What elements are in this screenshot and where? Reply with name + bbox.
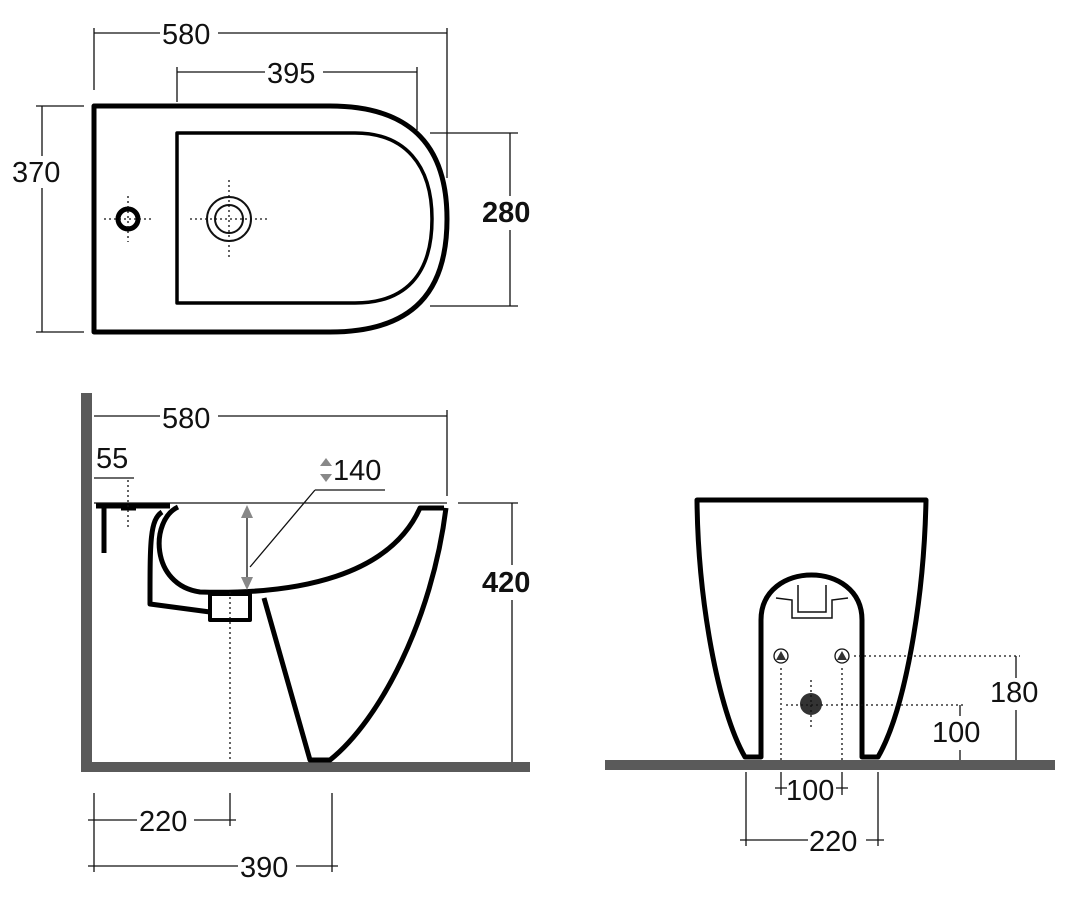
front-drain-icon <box>800 693 822 715</box>
side-width-label: 580 <box>162 403 210 435</box>
wall <box>81 393 92 772</box>
top-bowl-width-label: 280 <box>482 197 530 229</box>
side-view: 580 55 140 420 220 390 <box>81 393 530 884</box>
tap-hole-icon <box>115 206 141 232</box>
inlet-right-icon <box>834 648 850 664</box>
side-drain-distance-label: 220 <box>139 806 187 838</box>
top-depth-label: 370 <box>12 157 60 189</box>
front-inlet-spacing-label: 100 <box>786 775 834 807</box>
inlet-left-icon <box>773 648 789 664</box>
top-outline <box>91 103 450 335</box>
top-view: 580 395 370 280 <box>10 19 542 335</box>
top-bowl <box>175 131 434 305</box>
side-foot-distance-label: 390 <box>240 852 288 884</box>
front-inlet-height-label: 180 <box>990 677 1038 709</box>
top-bowl-length-label: 395 <box>267 58 315 90</box>
front-floor <box>605 760 1055 770</box>
drain-inner-icon <box>214 204 244 234</box>
side-rim-offset-label: 55 <box>96 443 128 475</box>
side-bowl-depth-label: 140 <box>333 455 381 487</box>
side-height-label: 420 <box>482 567 530 599</box>
top-width-label: 580 <box>162 19 210 51</box>
front-view: 180 100 100 220 <box>605 497 1055 858</box>
front-drain-height-label: 100 <box>932 717 980 749</box>
front-foot-width-label: 220 <box>809 826 857 858</box>
floor <box>81 762 530 772</box>
drain-outer-icon <box>206 196 252 242</box>
